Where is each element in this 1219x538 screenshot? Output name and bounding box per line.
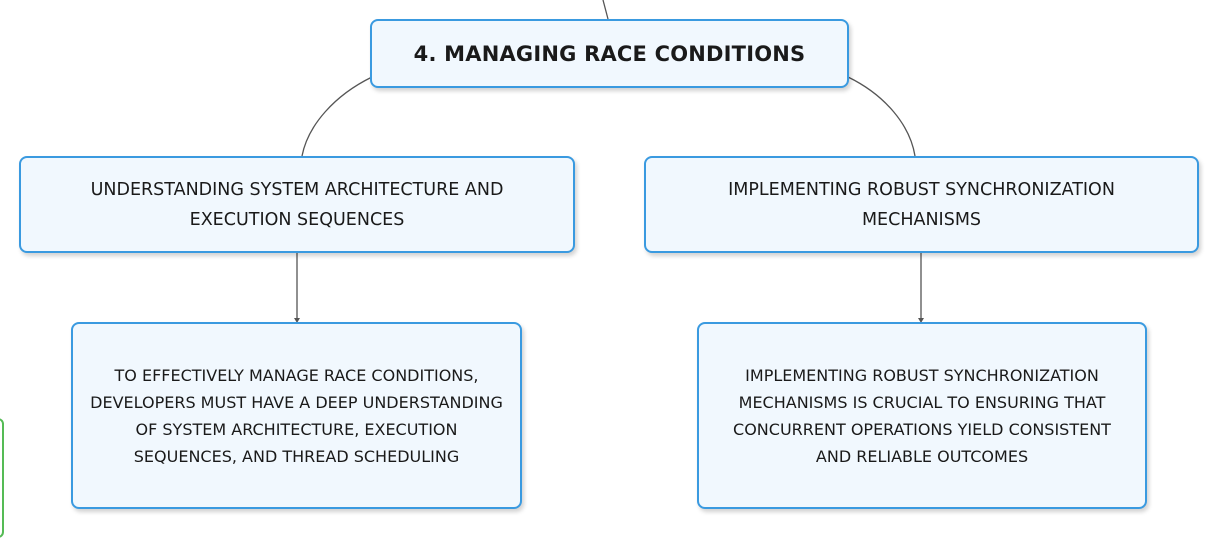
branch-node-synchronization[interactable]: IMPLEMENTING ROBUST SYNCHRONIZATION MECH… bbox=[644, 156, 1199, 253]
connector-title-to-right-branch bbox=[847, 76, 916, 157]
branch-label: UNDERSTANDING SYSTEM ARCHITECTURE AND EX… bbox=[90, 179, 504, 230]
adjacent-node-frame[interactable] bbox=[0, 418, 4, 538]
branch-node-system-architecture[interactable]: UNDERSTANDING SYSTEM ARCHITECTURE AND EX… bbox=[19, 156, 575, 253]
central-topic-label: 4. MANAGING RACE CONDITIONS bbox=[413, 41, 806, 66]
detail-text: TO EFFECTIVELY MANAGE RACE CONDITIONS, D… bbox=[90, 365, 503, 466]
connector-parent-to-title bbox=[602, 0, 609, 20]
detail-node-system-architecture[interactable]: TO EFFECTIVELY MANAGE RACE CONDITIONS, D… bbox=[71, 322, 522, 509]
central-topic-node[interactable]: 4. MANAGING RACE CONDITIONS bbox=[370, 19, 849, 88]
branch-label: IMPLEMENTING ROBUST SYNCHRONIZATION MECH… bbox=[728, 179, 1115, 230]
connector-title-to-left-branch bbox=[301, 76, 373, 157]
detail-node-synchronization[interactable]: IMPLEMENTING ROBUST SYNCHRONIZATION MECH… bbox=[697, 322, 1147, 509]
detail-text: IMPLEMENTING ROBUST SYNCHRONIZATION MECH… bbox=[733, 365, 1111, 466]
